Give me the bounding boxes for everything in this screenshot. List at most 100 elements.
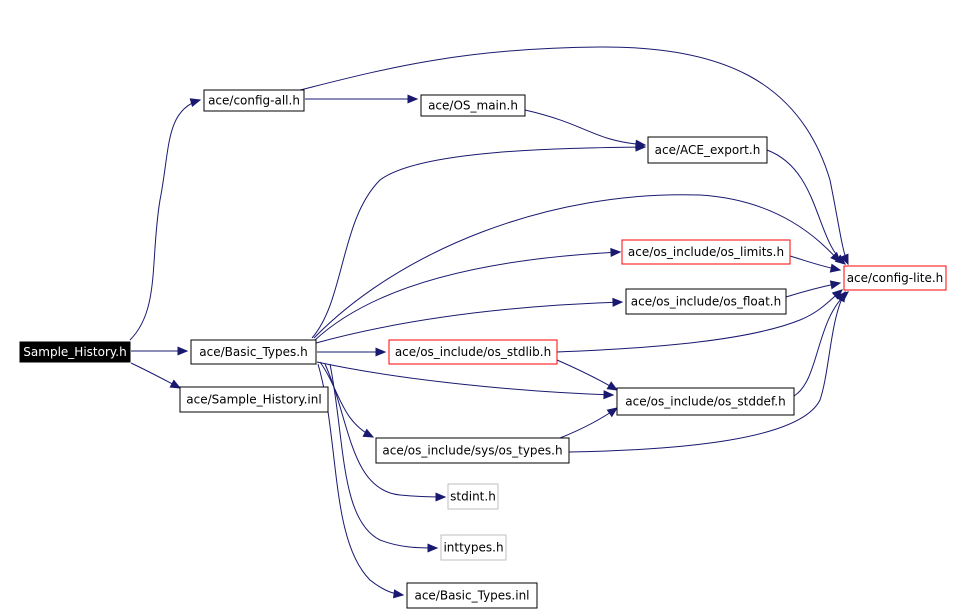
edge-line <box>129 99 201 341</box>
node-label: ace/Basic_Types.inl <box>414 589 529 603</box>
node-box <box>406 582 538 609</box>
edge-basictypes-to-osstdlib <box>317 347 387 357</box>
node-label: ace/config-all.h <box>208 94 300 108</box>
edge-arrowhead <box>635 142 647 152</box>
edge-basictypes-to-osstddef <box>316 361 615 400</box>
node-box <box>625 288 787 315</box>
edge-arrowhead <box>375 347 387 357</box>
edge-line <box>319 361 374 438</box>
node-box <box>621 239 791 265</box>
node-label: Sample_History.h <box>23 345 126 359</box>
node-aceexport[interactable]: ace/ACE_export.h <box>647 136 768 164</box>
node-label: ace/os_include/os_limits.h <box>628 245 784 259</box>
node-label: ace/OS_main.h <box>428 99 518 113</box>
edge-line <box>316 361 614 396</box>
edge-arrowhead <box>169 379 182 389</box>
node-configlite[interactable]: ace/config-lite.h <box>843 265 947 291</box>
node-box <box>647 136 768 164</box>
node-box <box>447 483 499 510</box>
node-box <box>420 94 526 117</box>
edge-line <box>315 301 623 344</box>
edge-osfloat-to-configlite <box>785 280 842 298</box>
edge-configall-to-configlite <box>299 46 849 266</box>
edge-oslimits-to-configlite <box>789 255 842 273</box>
node-ostypes[interactable]: ace/os_include/sys/os_types.h <box>375 437 570 464</box>
edge-line <box>556 289 843 353</box>
edge-arrowhead <box>610 247 622 258</box>
edge-line <box>314 251 621 341</box>
node-label: ace/os_include/sys/os_types.h <box>382 444 562 458</box>
edge-arrowhead <box>829 263 842 273</box>
node-root: Sample_History.h <box>19 341 131 363</box>
edge-basictypes-to-ostypes <box>319 361 375 438</box>
node-oslimits[interactable]: ace/os_include/os_limits.h <box>621 239 791 265</box>
node-box <box>190 339 317 365</box>
node-box <box>388 339 558 365</box>
edge-arrowhead <box>407 94 419 104</box>
node-osmain[interactable]: ace/OS_main.h <box>420 94 526 117</box>
node-inttypes[interactable]: inttypes.h <box>440 534 507 561</box>
edge-root-to-basictypes <box>131 346 189 356</box>
node-box <box>203 89 305 112</box>
node-box <box>19 341 131 363</box>
edge-line <box>299 46 849 265</box>
edge-ostypes-to-osstddef <box>559 407 619 439</box>
edge-basictypes-to-basictypesinl <box>317 363 405 599</box>
edge-basictypes-to-inttypes <box>329 363 439 553</box>
edge-basictypes-to-oslimits <box>314 247 622 341</box>
graph-edges <box>129 46 849 599</box>
edge-arrowhead <box>840 253 849 266</box>
edge-arrowhead <box>830 251 841 263</box>
edge-arrowhead <box>393 589 405 599</box>
edge-line <box>556 359 618 391</box>
node-label: stdint.h <box>450 490 496 504</box>
node-samplehistinl[interactable]: ace/Sample_History.inl <box>179 386 329 413</box>
node-label: ace/config-lite.h <box>847 271 944 285</box>
node-configall[interactable]: ace/config-all.h <box>203 89 305 112</box>
edge-line <box>324 363 446 498</box>
node-osfloat[interactable]: ace/os_include/os_float.h <box>625 288 787 315</box>
node-box <box>440 534 507 561</box>
edge-arrowhead <box>427 543 439 553</box>
node-label: ace/os_include/os_stddef.h <box>625 395 785 409</box>
node-stdint[interactable]: stdint.h <box>447 483 499 510</box>
node-box <box>179 386 329 413</box>
node-osstddef[interactable]: ace/os_include/os_stddef.h <box>616 387 795 416</box>
edge-line <box>568 291 846 453</box>
node-label: ace/Sample_History.inl <box>186 393 321 407</box>
edge-arrowhead <box>189 98 202 107</box>
node-label: ace/os_include/os_float.h <box>631 295 781 309</box>
edge-arrowhead <box>836 290 846 303</box>
edge-arrowhead <box>362 428 375 438</box>
edge-basictypes-to-osfloat <box>315 297 624 344</box>
edge-arrowhead <box>435 492 447 502</box>
edge-root-to-samplehistinl <box>130 362 182 389</box>
edge-configall-to-osmain <box>305 94 419 104</box>
edge-arrowhead <box>177 346 189 356</box>
node-basictypesinl[interactable]: ace/Basic_Types.inl <box>406 582 538 609</box>
edge-line <box>313 194 841 339</box>
edge-osmain-to-aceexport <box>524 109 647 149</box>
node-label: ace/ACE_export.h <box>655 143 761 157</box>
edge-arrowhead <box>603 390 615 400</box>
node-label: ace/os_include/os_stdlib.h <box>395 345 551 359</box>
node-box <box>616 387 795 416</box>
node-label: inttypes.h <box>443 541 503 555</box>
node-osstdlib[interactable]: ace/os_include/os_stdlib.h <box>388 339 558 365</box>
edge-arrowhead <box>612 297 624 307</box>
edge-line <box>559 407 618 439</box>
edge-root-to-configall <box>129 98 202 341</box>
edge-arrowhead <box>606 381 619 391</box>
edge-basictypes-to-configlite <box>313 194 841 339</box>
edge-ostypes-to-configlite <box>568 290 846 453</box>
edge-basictypes-to-aceexport <box>311 142 647 339</box>
edge-arrowhead <box>829 280 842 290</box>
edge-line <box>317 363 404 596</box>
node-box <box>843 265 947 291</box>
node-basictypes[interactable]: ace/Basic_Types.h <box>190 339 317 365</box>
edge-osstdlib-to-osstddef <box>556 359 619 391</box>
edge-line <box>793 291 849 397</box>
node-label: ace/Basic_Types.h <box>199 345 307 359</box>
edge-line <box>311 146 646 339</box>
